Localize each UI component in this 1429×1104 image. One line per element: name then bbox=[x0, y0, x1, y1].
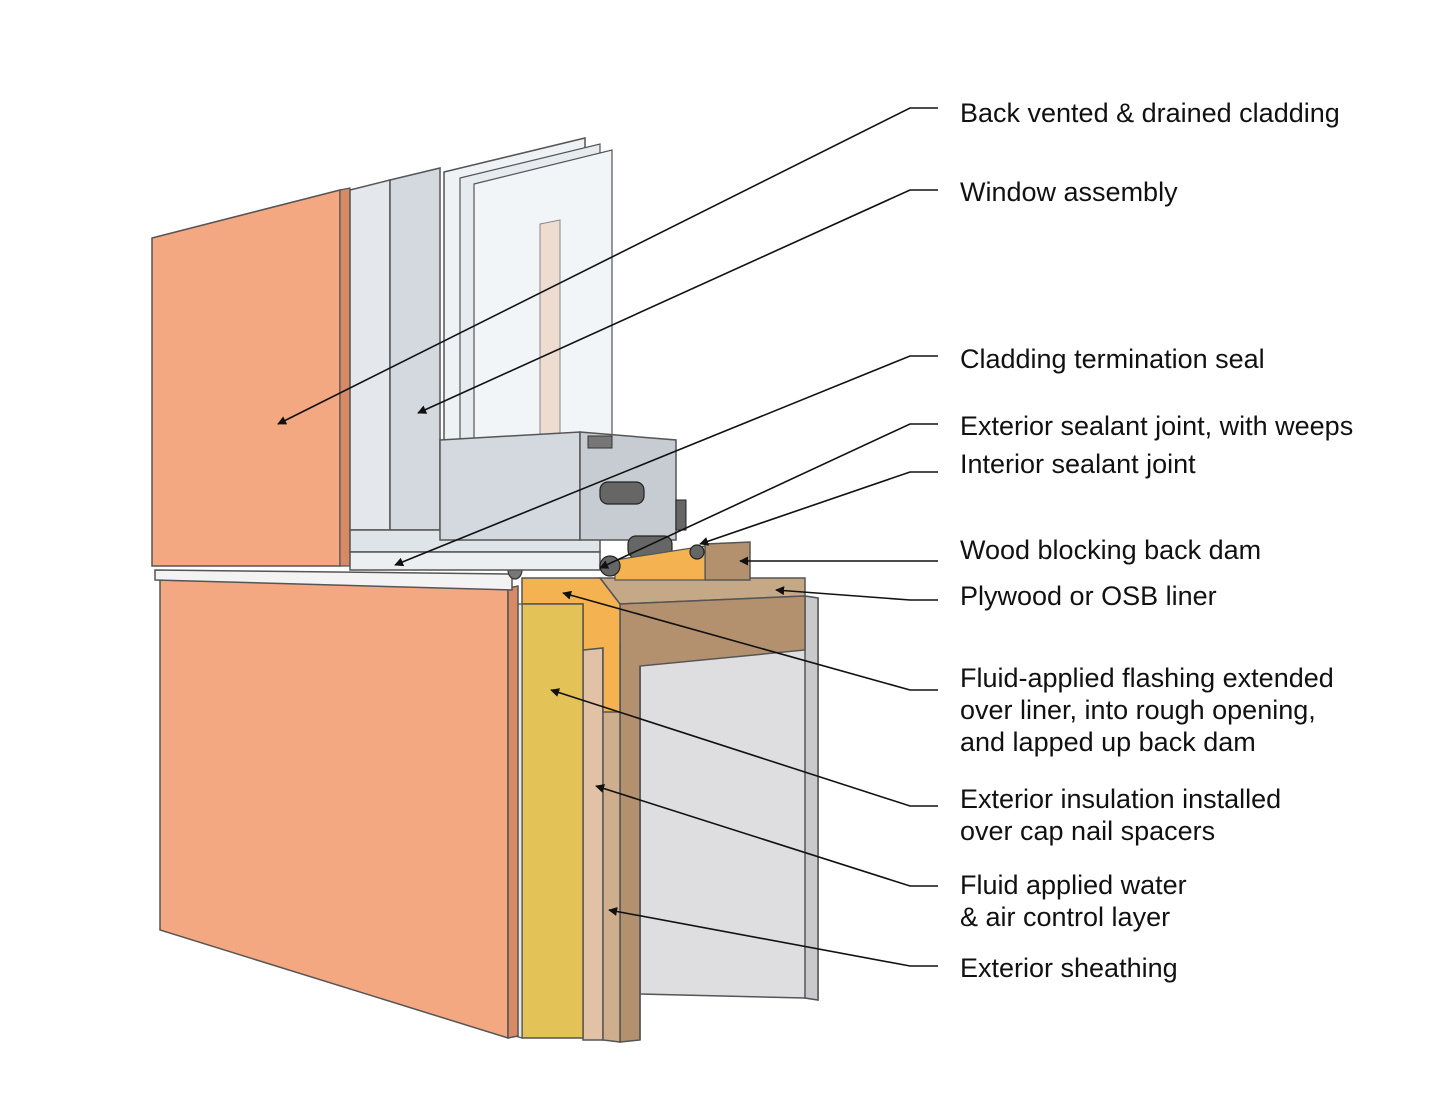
upper-cladding-panel bbox=[151, 187, 351, 567]
label-exterior-insulation-line2: over cap nail spacers bbox=[960, 816, 1216, 846]
window-assembly bbox=[349, 137, 687, 571]
wood-blocking-back-dam bbox=[599, 541, 751, 581]
label-fluid-applied-water-air-line1: Fluid applied water bbox=[960, 870, 1187, 900]
lower-cladding-panel bbox=[159, 579, 519, 1040]
label-exterior-insulation: Exterior insulation installed over cap n… bbox=[960, 783, 1281, 847]
interior-wall bbox=[639, 595, 819, 1001]
label-back-vented-cladding: Back vented & drained cladding bbox=[960, 98, 1340, 128]
label-fluid-applied-flashing: Fluid-applied flashing extended over lin… bbox=[960, 662, 1334, 758]
label-fluid-applied-water-air: Fluid applied water & air control layer bbox=[960, 869, 1187, 933]
leader-cladding-termination-seal bbox=[394, 355, 938, 567]
label-fluid-applied-flashing-line3: and lapped up back dam bbox=[960, 727, 1256, 757]
leader-fluid-applied-water-air bbox=[595, 784, 938, 887]
leader-back-vented-cladding bbox=[277, 107, 938, 425]
label-window-assembly: Window assembly bbox=[960, 177, 1178, 207]
label-exterior-sheathing: Exterior sheathing bbox=[960, 953, 1178, 983]
leader-plywood-osb-liner bbox=[775, 586, 938, 601]
label-interior-sealant-joint: Interior sealant joint bbox=[960, 449, 1196, 479]
leader-fluid-applied-flashing bbox=[562, 590, 938, 691]
label-cladding-termination-seal: Cladding termination seal bbox=[960, 344, 1265, 374]
leader-lines bbox=[277, 107, 938, 967]
leader-exterior-insulation bbox=[550, 688, 938, 807]
leader-exterior-sheathing bbox=[608, 907, 938, 967]
leader-exterior-sealant-joint bbox=[599, 423, 938, 569]
label-wood-blocking-back-dam: Wood blocking back dam bbox=[960, 535, 1262, 565]
label-exterior-insulation-line1: Exterior insulation installed bbox=[960, 784, 1282, 814]
label-plywood-osb-liner: Plywood or OSB liner bbox=[960, 581, 1217, 611]
label-exterior-sealant-joint: Exterior sealant joint, with weeps bbox=[960, 411, 1354, 441]
label-fluid-applied-flashing-line2: over liner, into rough opening, bbox=[960, 695, 1316, 725]
leader-window-assembly bbox=[417, 189, 938, 414]
exterior-insulation bbox=[514, 603, 584, 1039]
label-fluid-applied-water-air-line2: & air control layer bbox=[960, 902, 1171, 932]
leader-interior-sealant-joint bbox=[699, 471, 938, 546]
label-fluid-applied-flashing-line1: Fluid-applied flashing extended bbox=[960, 663, 1334, 693]
